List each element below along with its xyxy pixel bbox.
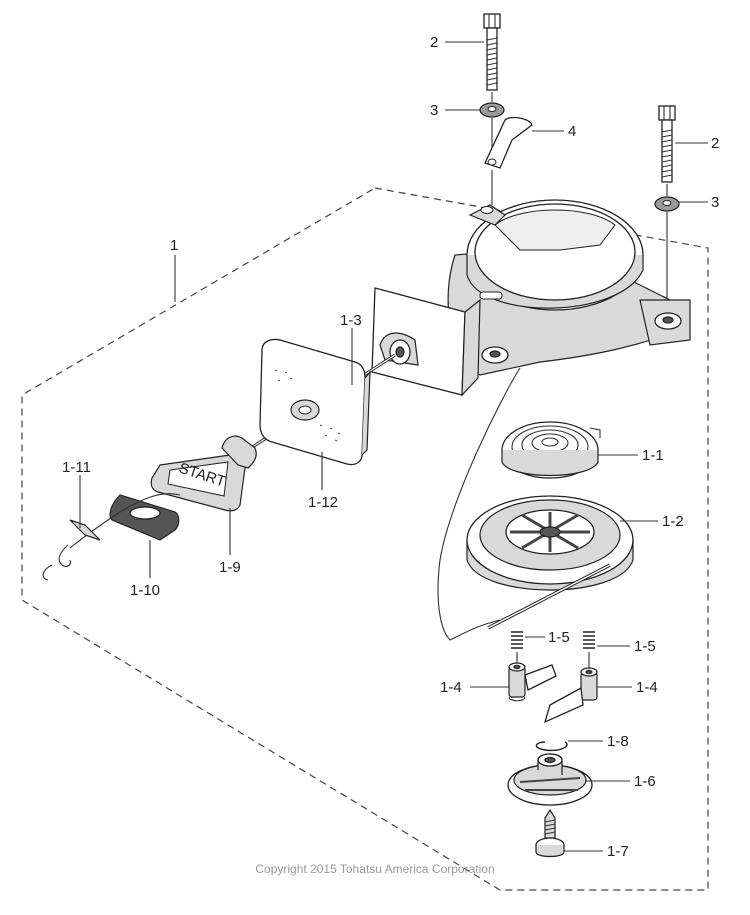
pawl-left (508, 662, 557, 702)
label-1-11: 1-11 (62, 459, 91, 476)
washer-right (654, 196, 680, 212)
reel-1-2 (466, 495, 634, 591)
label-1-5b: 1-5 (634, 638, 656, 655)
label-3b: 3 (711, 194, 719, 211)
pawl-spring-right (583, 631, 595, 649)
pawl-right (543, 667, 598, 724)
label-1-3: 1-3 (340, 312, 362, 329)
pawl-spring-left (511, 631, 523, 649)
clip-part-4 (484, 116, 533, 169)
label-1-9: 1-9 (219, 559, 241, 576)
label-1-4a: 1-4 (440, 679, 462, 696)
starter-housing (371, 199, 691, 397)
bolt-top (483, 13, 501, 91)
label-1-7: 1-7 (607, 843, 629, 860)
spring-1-1 (501, 421, 601, 479)
label-4: 4 (568, 123, 576, 140)
rope-clip-1-11 (42, 519, 101, 581)
rope-handle-1-10 (69, 493, 181, 549)
label-1-5a: 1-5 (548, 629, 570, 646)
label-1: 1 (170, 237, 178, 254)
label-3a: 3 (430, 102, 438, 119)
label-1-8: 1-8 (607, 733, 629, 750)
label-1-12: 1-12 (308, 494, 338, 511)
snap-ring-1-8 (535, 741, 568, 752)
center-screw-1-7 (535, 808, 565, 858)
label-2a: 2 (430, 34, 438, 51)
washer-top (479, 102, 505, 118)
drive-plate-1-6 (507, 753, 593, 806)
copyright-text: Copyright 2015 Tohatsu America Corporati… (255, 862, 494, 876)
label-1-4b: 1-4 (636, 679, 658, 696)
label-2b: 2 (711, 135, 719, 152)
label-1-10: 1-10 (130, 582, 160, 599)
handle-1-9: START (150, 435, 257, 512)
label-1-1: 1-1 (642, 447, 664, 464)
grommet-plate-1-12 (259, 338, 371, 466)
label-1-2: 1-2 (662, 513, 684, 530)
bolt-right (658, 105, 676, 183)
label-1-6: 1-6 (634, 773, 656, 790)
assembly-boundary (21, 187, 709, 891)
